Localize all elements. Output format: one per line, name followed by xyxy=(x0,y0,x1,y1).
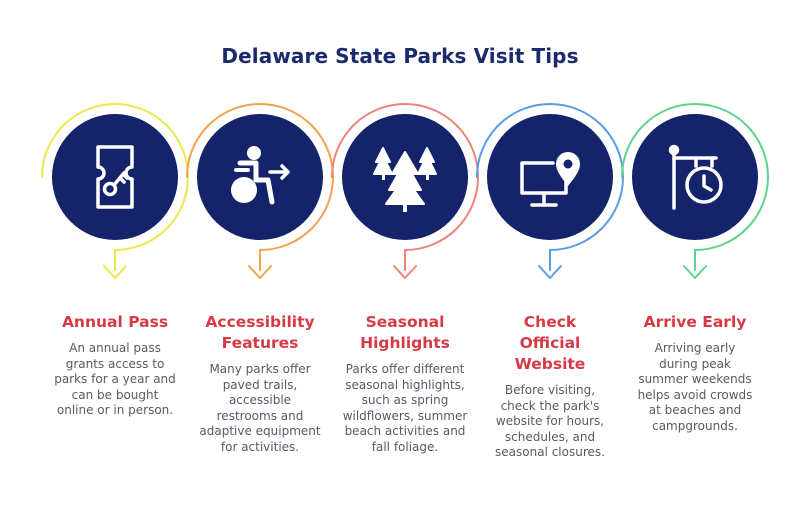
ticket-key-icon xyxy=(96,145,134,209)
step-4 xyxy=(476,103,624,279)
step-2 xyxy=(186,103,334,279)
step-1-description: An annual pass grants access to parks fo… xyxy=(54,341,176,417)
step-1-title: Annual Pass xyxy=(61,313,169,331)
step-4-circle xyxy=(487,114,613,240)
step-5 xyxy=(621,103,769,279)
step-1-arrow xyxy=(103,265,127,279)
step-2-title: Accessibility Features xyxy=(205,313,315,352)
step-1-circle xyxy=(52,114,178,240)
step-4-ring xyxy=(476,103,624,271)
step-4-card: Check Official Website Before visiting, … xyxy=(480,312,620,461)
step-2-card: Accessibility Features Many parks offer … xyxy=(190,312,330,455)
page-title: Delaware State Parks Visit Tips xyxy=(221,44,579,68)
step-5-arrow xyxy=(683,265,707,279)
accessibility-icon xyxy=(231,146,290,205)
step-2-arrow xyxy=(248,265,272,279)
step-5-description: Arriving early during peak summer weeken… xyxy=(637,341,753,433)
step-2-circle xyxy=(197,114,323,240)
step-3-arrow xyxy=(393,265,417,279)
pine-trees-icon xyxy=(373,147,437,212)
hanging-clock-sign-icon xyxy=(668,144,723,210)
step-3-ring xyxy=(331,103,479,271)
step-2-description: Many parks offer paved trails, accessibl… xyxy=(199,362,321,454)
step-3-card: Seasonal Highlights Parks offer differen… xyxy=(335,312,475,455)
computer-location-icon xyxy=(520,152,580,207)
step-5-circle xyxy=(632,114,758,240)
step-3-description: Parks offer different seasonal highlight… xyxy=(342,362,468,454)
step-2-ring xyxy=(186,103,334,271)
step-3 xyxy=(331,103,479,279)
step-4-arrow xyxy=(538,265,562,279)
step-3-title: Seasonal Highlights xyxy=(360,313,450,352)
step-4-title: Check Official Website xyxy=(514,313,586,373)
step-5-title: Arrive Early xyxy=(643,313,747,331)
step-5-card: Arrive Early Arriving early during peak … xyxy=(625,312,765,434)
step-5-ring xyxy=(621,103,769,271)
step-1 xyxy=(41,103,189,279)
step-1-card: Annual Pass An annual pass grants access… xyxy=(45,312,185,419)
step-4-description: Before visiting, check the park's websit… xyxy=(495,383,605,459)
step-1-ring xyxy=(41,103,189,271)
